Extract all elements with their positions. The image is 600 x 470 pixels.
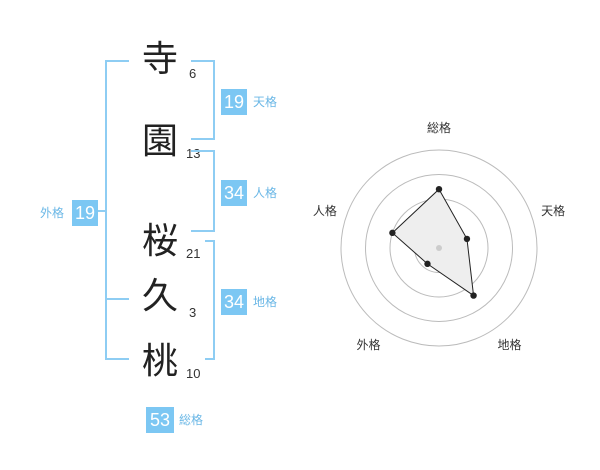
radar-center-dot <box>436 245 442 251</box>
name-char-3: 桜 <box>141 221 178 262</box>
name-char-1: 寺 <box>141 39 178 80</box>
radar-axis-label-3: 地格 <box>498 337 522 352</box>
stroke-count-1: 6 <box>189 66 197 81</box>
soukaku-label: 総格 <box>179 413 204 427</box>
surname-given-divider-tick <box>105 298 129 300</box>
tenkaku-label: 天格 <box>253 95 278 109</box>
jinkaku-bracket <box>191 150 215 232</box>
gaikaku-bracket-tick <box>97 210 107 212</box>
radar-axis-label-1: 総格 <box>427 120 451 135</box>
stroke-count-2: 13 <box>186 146 201 161</box>
jinkaku-value: 34 <box>221 180 247 206</box>
name-char-4: 久 <box>141 276 178 317</box>
radar-point-1 <box>435 186 443 193</box>
radar-point-3 <box>470 292 477 299</box>
jinkaku-label: 人格 <box>253 186 278 200</box>
radar-axis-label-5: 人格 <box>313 203 337 218</box>
soukaku-value: 53 <box>146 407 174 433</box>
name-char-5: 桃 <box>141 341 178 382</box>
radar-axis-label-2: 天格 <box>541 203 565 218</box>
tenkaku-value: 19 <box>221 89 247 115</box>
radar-point-4 <box>424 260 431 268</box>
radar-axis-label-4: 外格 <box>356 337 380 352</box>
chikaku-bracket <box>205 240 215 360</box>
tenkaku-bracket <box>191 60 215 140</box>
stroke-count-4: 3 <box>189 305 197 320</box>
radar-point-5 <box>389 229 396 237</box>
name-char-2: 園 <box>141 121 178 162</box>
chikaku-value: 34 <box>221 289 247 315</box>
gaikaku-value: 19 <box>72 200 98 226</box>
radar-ring-3 <box>365 174 513 322</box>
radar-point-2 <box>463 235 471 243</box>
stroke-count-5: 10 <box>186 366 201 381</box>
stroke-count-3: 21 <box>186 246 201 261</box>
gaikaku-label: 外格 <box>40 206 65 220</box>
radar-ring-4 <box>340 149 538 347</box>
chikaku-label: 地格 <box>253 295 278 309</box>
radar-area <box>391 188 475 297</box>
